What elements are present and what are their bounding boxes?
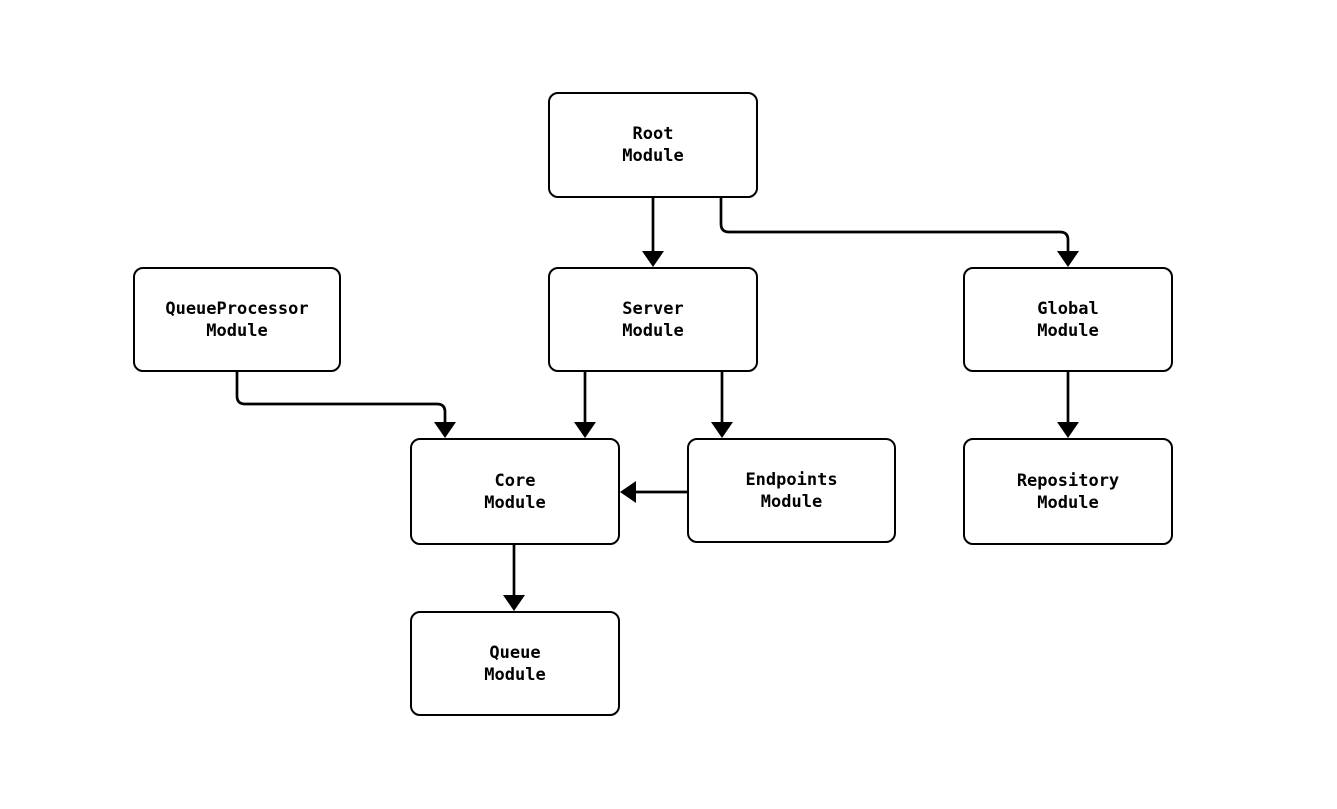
node-repository-module: Repository Module [963,438,1173,545]
node-server-module: Server Module [548,267,758,372]
node-core-module: Core Module [410,438,620,545]
edge-root-to-server [642,195,664,267]
node-repository-module-label: Repository Module [1016,470,1120,513]
node-root-module: Root Module [548,92,758,198]
edge-server-to-core [574,370,596,438]
edge-server-to-endpoints [711,370,733,438]
node-global-module-label: Global Module [1037,298,1099,341]
edge-endpoints-to-core [620,481,689,503]
edge-root-to-global [719,195,1079,267]
edge-queueprocessor-to-core [235,370,456,438]
node-queue-module: Queue Module [410,611,620,716]
node-queueprocessor-module: QueueProcessor Module [133,267,341,372]
node-queueprocessor-module-label: QueueProcessor Module [165,298,309,341]
node-root-module-label: Root Module [622,124,684,166]
node-queue-module-label: Queue Module [484,642,546,685]
node-endpoints-module-label: Endpoints Module [745,469,838,512]
node-core-module-label: Core Module [484,470,546,513]
edge-global-to-repository [1057,370,1079,438]
node-server-module-label: Server Module [622,298,684,341]
node-global-module: Global Module [963,267,1173,372]
node-endpoints-module: Endpoints Module [687,438,896,543]
edge-core-to-queue [503,543,525,611]
